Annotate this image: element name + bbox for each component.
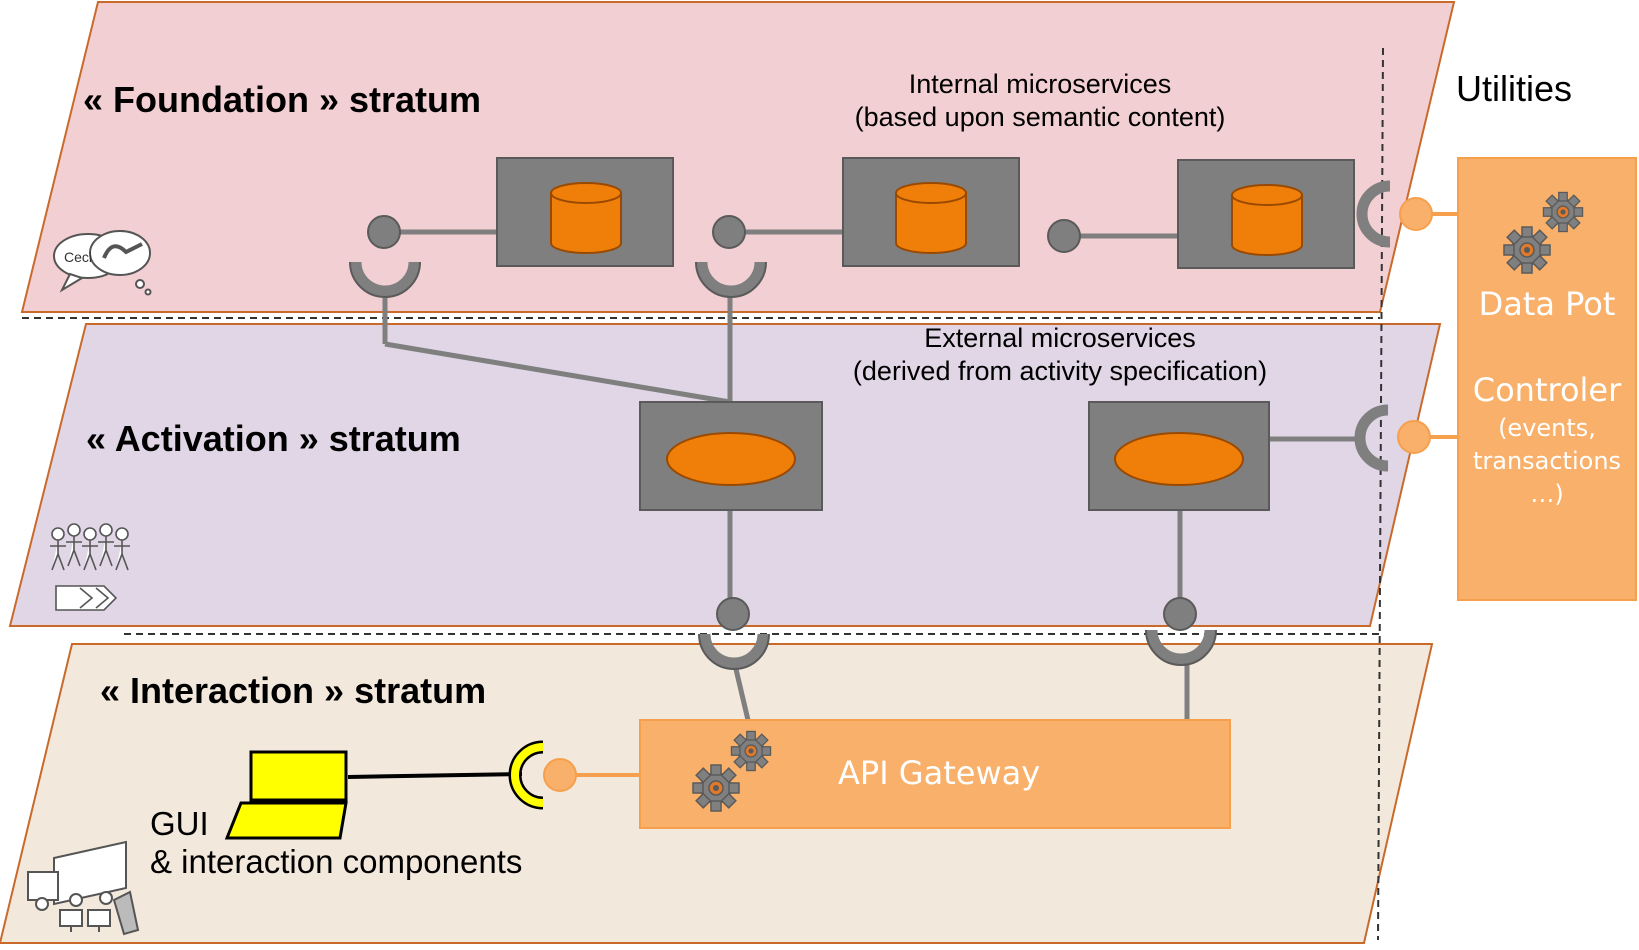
api-gateway-label: API Gateway	[838, 754, 1041, 792]
controler-detail-line1: (events,	[1498, 414, 1596, 442]
utilities-title: Utilities	[1456, 68, 1573, 109]
external-caption-line2: (derived from activity specification)	[852, 356, 1268, 386]
external-microservice-2	[1088, 401, 1270, 511]
utilities-panel	[1457, 157, 1637, 601]
internal-caption-line2: (based upon semantic content)	[854, 102, 1226, 132]
activation-stratum-title: « Activation » stratum	[86, 418, 461, 459]
required-interfaces-up-outline	[349, 261, 1217, 670]
people-group-icon	[50, 523, 130, 611]
interaction-stratum-title: « Interaction » stratum	[100, 670, 487, 711]
gui-label-line2: & interaction components	[150, 843, 523, 880]
utility-interfaces	[543, 197, 1433, 792]
gui-label-line1: GUI	[150, 805, 209, 842]
required-interfaces-right	[1354, 180, 1391, 472]
internal-microservice-1	[496, 157, 674, 267]
controler-detail-line2: transactions	[1472, 447, 1622, 475]
required-interfaces-up	[350, 261, 1216, 669]
utilities-boundary	[1377, 47, 1384, 941]
svg-text:Ceci: Ceci	[64, 249, 92, 265]
external-microservices-caption: External microservices (derived from act…	[820, 322, 1300, 388]
connector-lines	[382, 229, 1365, 721]
laptop-icon	[224, 750, 348, 840]
external-caption-line1: External microservices	[924, 323, 1196, 353]
provided-interfaces	[367, 215, 1197, 631]
utility-connector-lines	[570, 212, 1458, 777]
foundation-stratum-title: « Foundation » stratum	[83, 79, 482, 120]
controler-label: Controler	[1472, 371, 1622, 409]
gui-socket	[508, 740, 544, 810]
internal-microservice-3	[1177, 159, 1355, 269]
truck-computers-icon	[27, 840, 140, 936]
external-microservice-1	[639, 401, 823, 511]
internal-caption-line1: Internal microservices	[908, 69, 1172, 99]
internal-microservice-2	[842, 157, 1020, 267]
internal-microservices-caption: Internal microservices (based upon seman…	[820, 68, 1260, 134]
controler-detail-line3: …)	[1530, 480, 1564, 508]
gui-label: GUI & interaction components	[150, 805, 522, 881]
speech-bubble-icon: Ceci	[53, 230, 152, 296]
controler-detail: (events, transactions …)	[1458, 412, 1636, 511]
gui-link	[347, 772, 523, 779]
data-pot-label: Data Pot	[1478, 285, 1616, 323]
